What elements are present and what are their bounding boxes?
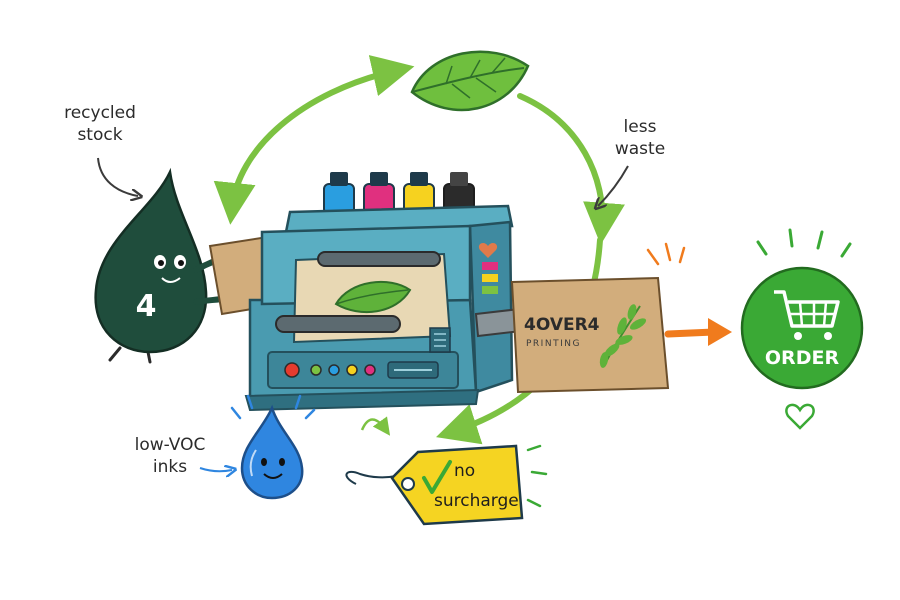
label-low-voc-inks: low-VOC inks xyxy=(135,435,232,477)
label-less-waste: less waste xyxy=(598,117,665,206)
order-button-label: ORDER xyxy=(765,347,840,369)
check-icon xyxy=(422,460,452,494)
leaf-sprig-icon xyxy=(599,304,647,368)
no-surcharge-tag: no surcharge xyxy=(345,416,548,526)
less-waste-pointer-arrow xyxy=(598,165,629,206)
tag-line1: no xyxy=(454,461,475,481)
label-recycled-line2: stock xyxy=(77,125,122,145)
leaf-icon xyxy=(410,50,530,112)
printed-card: 4OVER4 PRINTING xyxy=(510,276,670,394)
order-button[interactable]: ORDER xyxy=(740,266,864,390)
label-voc-line1: low-VOC xyxy=(135,435,206,455)
label-voc-line2: inks xyxy=(153,457,187,477)
printer xyxy=(244,172,532,412)
heart-icon xyxy=(478,243,498,258)
label-recycled-stock: recycled stock xyxy=(64,103,138,196)
ink-bottles xyxy=(323,172,475,215)
cycle-arrow-right xyxy=(517,93,625,245)
tag-line2: surcharge xyxy=(434,491,519,511)
printed-leaf xyxy=(334,280,412,314)
card-brand: 4OVER4 xyxy=(524,315,600,335)
label-less-line1: less xyxy=(624,117,657,137)
recycled-pointer-arrow xyxy=(97,157,138,196)
order-sparkles xyxy=(756,228,852,258)
label-less-line2: waste xyxy=(615,139,665,159)
water-drop-icon xyxy=(230,394,316,500)
mascot-number: 4 xyxy=(136,289,157,324)
cycle-arrow-left xyxy=(213,55,415,225)
heart-outline-icon xyxy=(785,403,815,430)
arrow-to-order xyxy=(646,242,732,346)
label-recycled-line1: recycled xyxy=(64,103,136,123)
mascot-drop: 4 xyxy=(94,167,235,364)
cart-icon xyxy=(774,290,840,340)
card-subtitle: PRINTING xyxy=(526,339,581,349)
voc-pointer-arrow xyxy=(199,468,232,471)
